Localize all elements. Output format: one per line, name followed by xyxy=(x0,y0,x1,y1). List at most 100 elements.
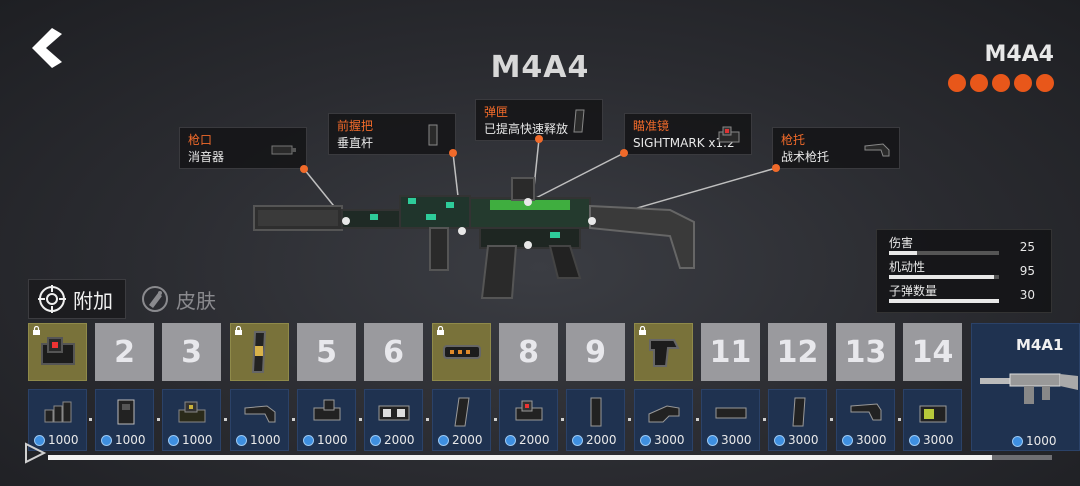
shop-item-9[interactable]: 2000 xyxy=(566,389,625,451)
shop-item-10[interactable]: 3000 xyxy=(634,389,693,451)
shop-item-11[interactable]: 3000 xyxy=(701,389,760,451)
slot-5[interactable]: 5 xyxy=(297,323,356,381)
separator-dot xyxy=(898,418,901,421)
slot-9[interactable]: 9 xyxy=(566,323,625,381)
separator-dot xyxy=(359,418,362,421)
shop-item-6-price: 2000 xyxy=(384,433,415,447)
level-dot xyxy=(1014,74,1032,92)
attachment-magazine-pin xyxy=(535,135,543,143)
level-dot xyxy=(992,74,1010,92)
shop-item-14-price: 3000 xyxy=(923,433,954,447)
lock-icon xyxy=(235,326,242,335)
shop-item-1[interactable]: 1000 xyxy=(28,389,87,451)
slot-7[interactable] xyxy=(432,323,491,381)
attachment-scope[interactable]: 瞄准镜 SIGHTMARK x1.2 xyxy=(624,113,752,155)
crosshair-icon xyxy=(38,285,66,313)
coin-icon xyxy=(236,434,247,446)
attachment-foregrip-value: 垂直杆 xyxy=(337,136,374,150)
separator-dot xyxy=(628,418,631,421)
attachment-magazine-value: 已提高快速释放 xyxy=(484,122,569,136)
slot-1[interactable] xyxy=(28,323,87,381)
tab-attachments[interactable]: 附加 xyxy=(28,279,126,319)
shop-item-3[interactable]: 1000 xyxy=(162,389,221,451)
slot-8[interactable]: 8 xyxy=(499,323,558,381)
play-icon xyxy=(25,442,47,464)
shop-item-7-price: 2000 xyxy=(452,433,483,447)
shop-item-14[interactable]: 3000 xyxy=(903,389,962,451)
shop-item-4[interactable]: 1000 xyxy=(230,389,289,451)
straight-magazine-icon xyxy=(590,397,602,427)
shop-item-3-price: 1000 xyxy=(182,433,213,447)
slot-10[interactable] xyxy=(634,323,693,381)
heavy-stock-icon xyxy=(850,403,882,421)
attachment-muzzle-value: 消音器 xyxy=(188,150,225,164)
slot-13[interactable]: 13 xyxy=(836,323,895,381)
level-dot xyxy=(1036,74,1054,92)
shop-item-11-price: 3000 xyxy=(721,433,752,447)
scroll-progress-bar[interactable] xyxy=(48,455,1052,460)
shop-item-2[interactable]: 1000 xyxy=(95,389,154,451)
attachment-stock-value: 战术枪托 xyxy=(781,150,830,164)
paint-brush-icon xyxy=(142,286,168,312)
stat-damage-value: 25 xyxy=(1019,240,1035,254)
attachment-stock-name: 枪托 xyxy=(781,133,806,147)
separator-dot xyxy=(426,418,429,421)
slot-3[interactable]: 3 xyxy=(162,323,221,381)
coin-icon xyxy=(101,434,112,446)
shop-item-5[interactable]: 1000 xyxy=(297,389,356,451)
slot-11[interactable]: 11 xyxy=(701,323,760,381)
slot-14[interactable]: 14 xyxy=(903,323,962,381)
red-sight-icon xyxy=(515,400,543,421)
shop-item-7[interactable]: 2000 xyxy=(432,389,491,451)
vertical-grip-icon xyxy=(428,124,438,146)
angled-grip-icon xyxy=(648,339,680,367)
red-dot-sight-icon xyxy=(718,126,740,143)
slot-8-label: 8 xyxy=(518,334,539,370)
weapon-title: M4A4 xyxy=(490,50,590,85)
attachment-muzzle[interactable]: 枪口 消音器 xyxy=(179,127,307,169)
slot-12[interactable]: 12 xyxy=(768,323,827,381)
stat-ammo-bar xyxy=(889,299,999,303)
attachment-magazine-name: 弹匣 xyxy=(484,105,509,119)
attachment-stock[interactable]: 枪托 战术枪托 xyxy=(772,127,900,169)
stat-ammo: 子弹数量 30 xyxy=(889,284,1039,308)
barrel-icon xyxy=(715,407,747,419)
next-weapon-card[interactable]: M4A1 1000 xyxy=(971,323,1080,451)
attachment-muzzle-pin xyxy=(300,165,308,173)
coin-icon xyxy=(707,434,718,446)
slot-4[interactable] xyxy=(230,323,289,381)
stat-damage-fill xyxy=(889,251,917,255)
shop-item-6[interactable]: 2000 xyxy=(364,389,423,451)
slot-12-label: 12 xyxy=(776,334,819,370)
grip-stock-icon xyxy=(117,399,135,425)
compensator-icon xyxy=(44,401,72,423)
stat-ammo-value: 30 xyxy=(1019,288,1035,302)
separator-dot xyxy=(561,418,564,421)
shop-item-8[interactable]: 2000 xyxy=(499,389,558,451)
play-button[interactable] xyxy=(22,441,48,465)
slot-6[interactable]: 6 xyxy=(364,323,423,381)
m4a4-rifle-model[interactable] xyxy=(250,170,700,310)
coin-icon xyxy=(842,434,853,446)
tab-skins[interactable]: 皮肤 xyxy=(132,279,232,319)
weapon-stats-panel: 伤害 25 机动性 95 子弹数量 30 xyxy=(876,229,1052,313)
attachment-foregrip-pin xyxy=(449,149,457,157)
shop-item-12[interactable]: 3000 xyxy=(768,389,827,451)
stat-damage: 伤害 25 xyxy=(889,236,1039,260)
tab-skins-label: 皮肤 xyxy=(176,288,216,313)
attachment-foregrip[interactable]: 前握把 垂直杆 xyxy=(328,113,456,155)
slot-14-label: 14 xyxy=(911,334,954,370)
stat-mobility-value: 95 xyxy=(1019,264,1035,278)
rifle-icon xyxy=(980,373,1078,404)
attachment-magazine[interactable]: 弹匣 已提高快速释放 xyxy=(475,99,603,141)
back-button[interactable] xyxy=(26,26,70,70)
separator-dot xyxy=(157,418,160,421)
stat-damage-bar xyxy=(889,251,999,255)
stat-ammo-label: 子弹数量 xyxy=(889,284,938,298)
shop-item-1-price: 1000 xyxy=(48,433,79,447)
coin-icon xyxy=(303,434,314,446)
attachment-scope-pin xyxy=(620,149,628,157)
separator-dot xyxy=(494,418,497,421)
slot-2[interactable]: 2 xyxy=(95,323,154,381)
shop-item-13[interactable]: 3000 xyxy=(836,389,895,451)
